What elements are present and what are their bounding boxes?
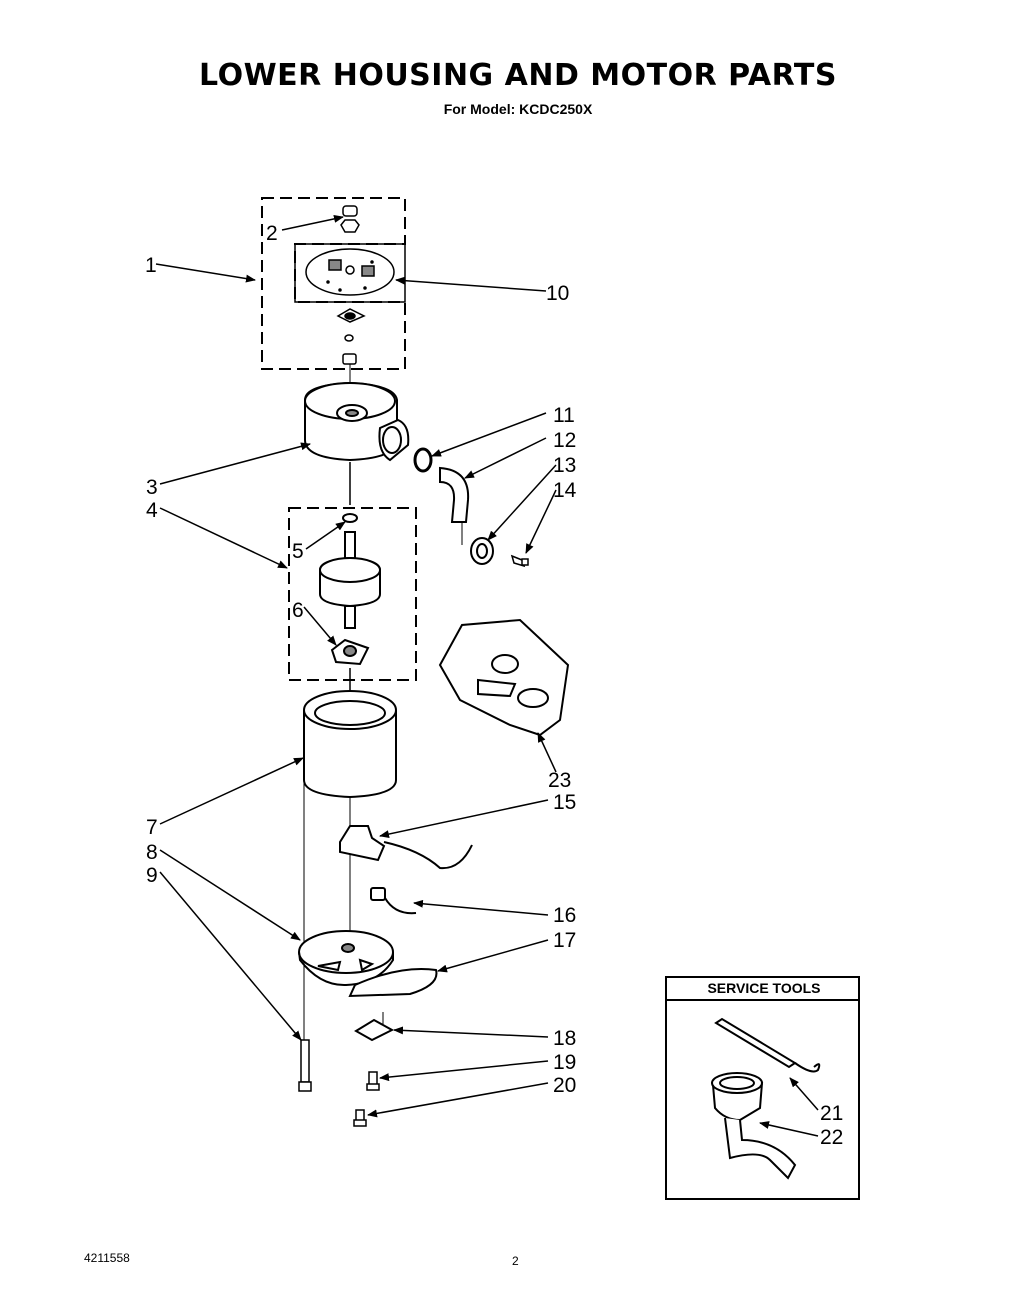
callout-2: 2: [266, 222, 278, 245]
callout-17: 17: [553, 929, 576, 952]
leader-lines: [155, 214, 819, 1137]
part-23-insulation: [438, 618, 570, 737]
callout-19: 19: [553, 1051, 576, 1074]
callout-13: 13: [553, 454, 576, 477]
part-14-screw: [510, 554, 529, 568]
part-21-wrench: [714, 1017, 821, 1073]
model-subtitle: For Model: KCDC250X: [443, 101, 593, 117]
part-22-drain-plug: [711, 1072, 797, 1180]
callout-1: 1: [145, 254, 157, 277]
part-10-box: [294, 243, 406, 303]
washer-parts: [336, 308, 366, 365]
part-2-nut: [340, 205, 360, 233]
callout-21: 21: [820, 1102, 843, 1125]
callout-4: 4: [146, 499, 158, 522]
part-8-end-bell: [298, 930, 394, 987]
part-11-gasket: [413, 447, 433, 473]
callout-15: 15: [553, 791, 576, 814]
part-17-cover: [348, 968, 438, 998]
callout-12: 12: [553, 429, 576, 452]
callout-8: 8: [146, 841, 158, 864]
callout-18: 18: [553, 1027, 576, 1050]
part-15-switch: [339, 825, 473, 870]
callout-11: 11: [553, 404, 575, 427]
callout-22: 22: [820, 1126, 843, 1149]
part-7-stator: [303, 690, 397, 799]
service-tools-box: [665, 976, 860, 1200]
part-3-lower-housing: [304, 381, 410, 462]
callout-23: 23: [548, 769, 571, 792]
part-20-screw: [353, 1109, 367, 1127]
part-5-washer: [342, 513, 358, 523]
callout-5: 5: [292, 540, 304, 563]
callout-10: 10: [546, 282, 569, 305]
part-12-elbow: [439, 466, 470, 523]
callout-14: 14: [553, 479, 577, 502]
page-number: 2: [512, 1254, 519, 1268]
service-tools-title: SERVICE TOOLS: [707, 980, 821, 996]
part-4-group-box: [288, 507, 417, 681]
part-19-screw: [366, 1071, 380, 1091]
callout-20: 20: [553, 1074, 576, 1097]
callout-6: 6: [292, 599, 304, 622]
part-10-plate: [305, 248, 395, 296]
part-9-bolt: [298, 1039, 312, 1092]
part-18-plate: [354, 1018, 395, 1042]
part-13-clamp: [470, 537, 494, 565]
part-6-switch: [330, 638, 370, 666]
callout-9: 9: [146, 864, 158, 887]
callout-3: 3: [146, 476, 158, 499]
page-title: LOWER HOUSING AND MOTOR PARTS: [199, 58, 837, 93]
callout-7: 7: [146, 816, 158, 839]
part-16-connector: [370, 887, 417, 915]
callout-16: 16: [553, 904, 576, 927]
rotor-shaft: [319, 531, 381, 629]
document-number: 4211558: [84, 1251, 130, 1265]
